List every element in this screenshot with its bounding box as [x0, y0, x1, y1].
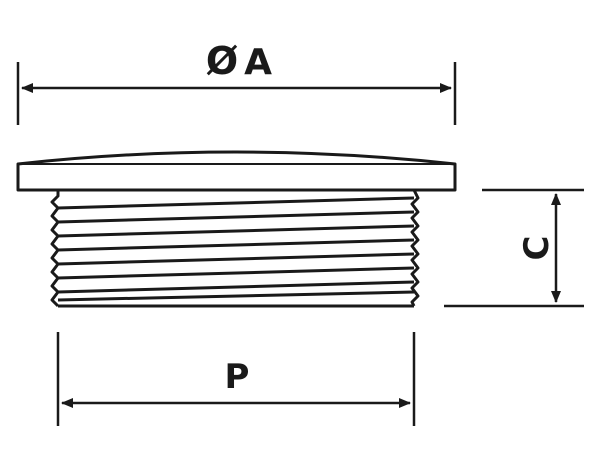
thread-line: [57, 280, 415, 294]
thread-line: [57, 210, 415, 224]
thread-line: [57, 266, 415, 280]
dim-c-label: C: [517, 236, 557, 261]
thread-line: [57, 252, 415, 266]
thread-line: [57, 290, 415, 302]
diameter-symbol-label: Ø: [206, 39, 238, 83]
dim-a-label: A: [244, 42, 272, 83]
thread-right-profile: [410, 189, 420, 307]
thread-body: [50, 189, 420, 308]
thread-left-profile: [50, 190, 60, 308]
plug-head: [16, 150, 457, 192]
thread-line: [57, 196, 415, 210]
thread-line: [57, 224, 415, 238]
dim-p-label: P: [225, 357, 250, 397]
thread-line: [57, 238, 415, 252]
